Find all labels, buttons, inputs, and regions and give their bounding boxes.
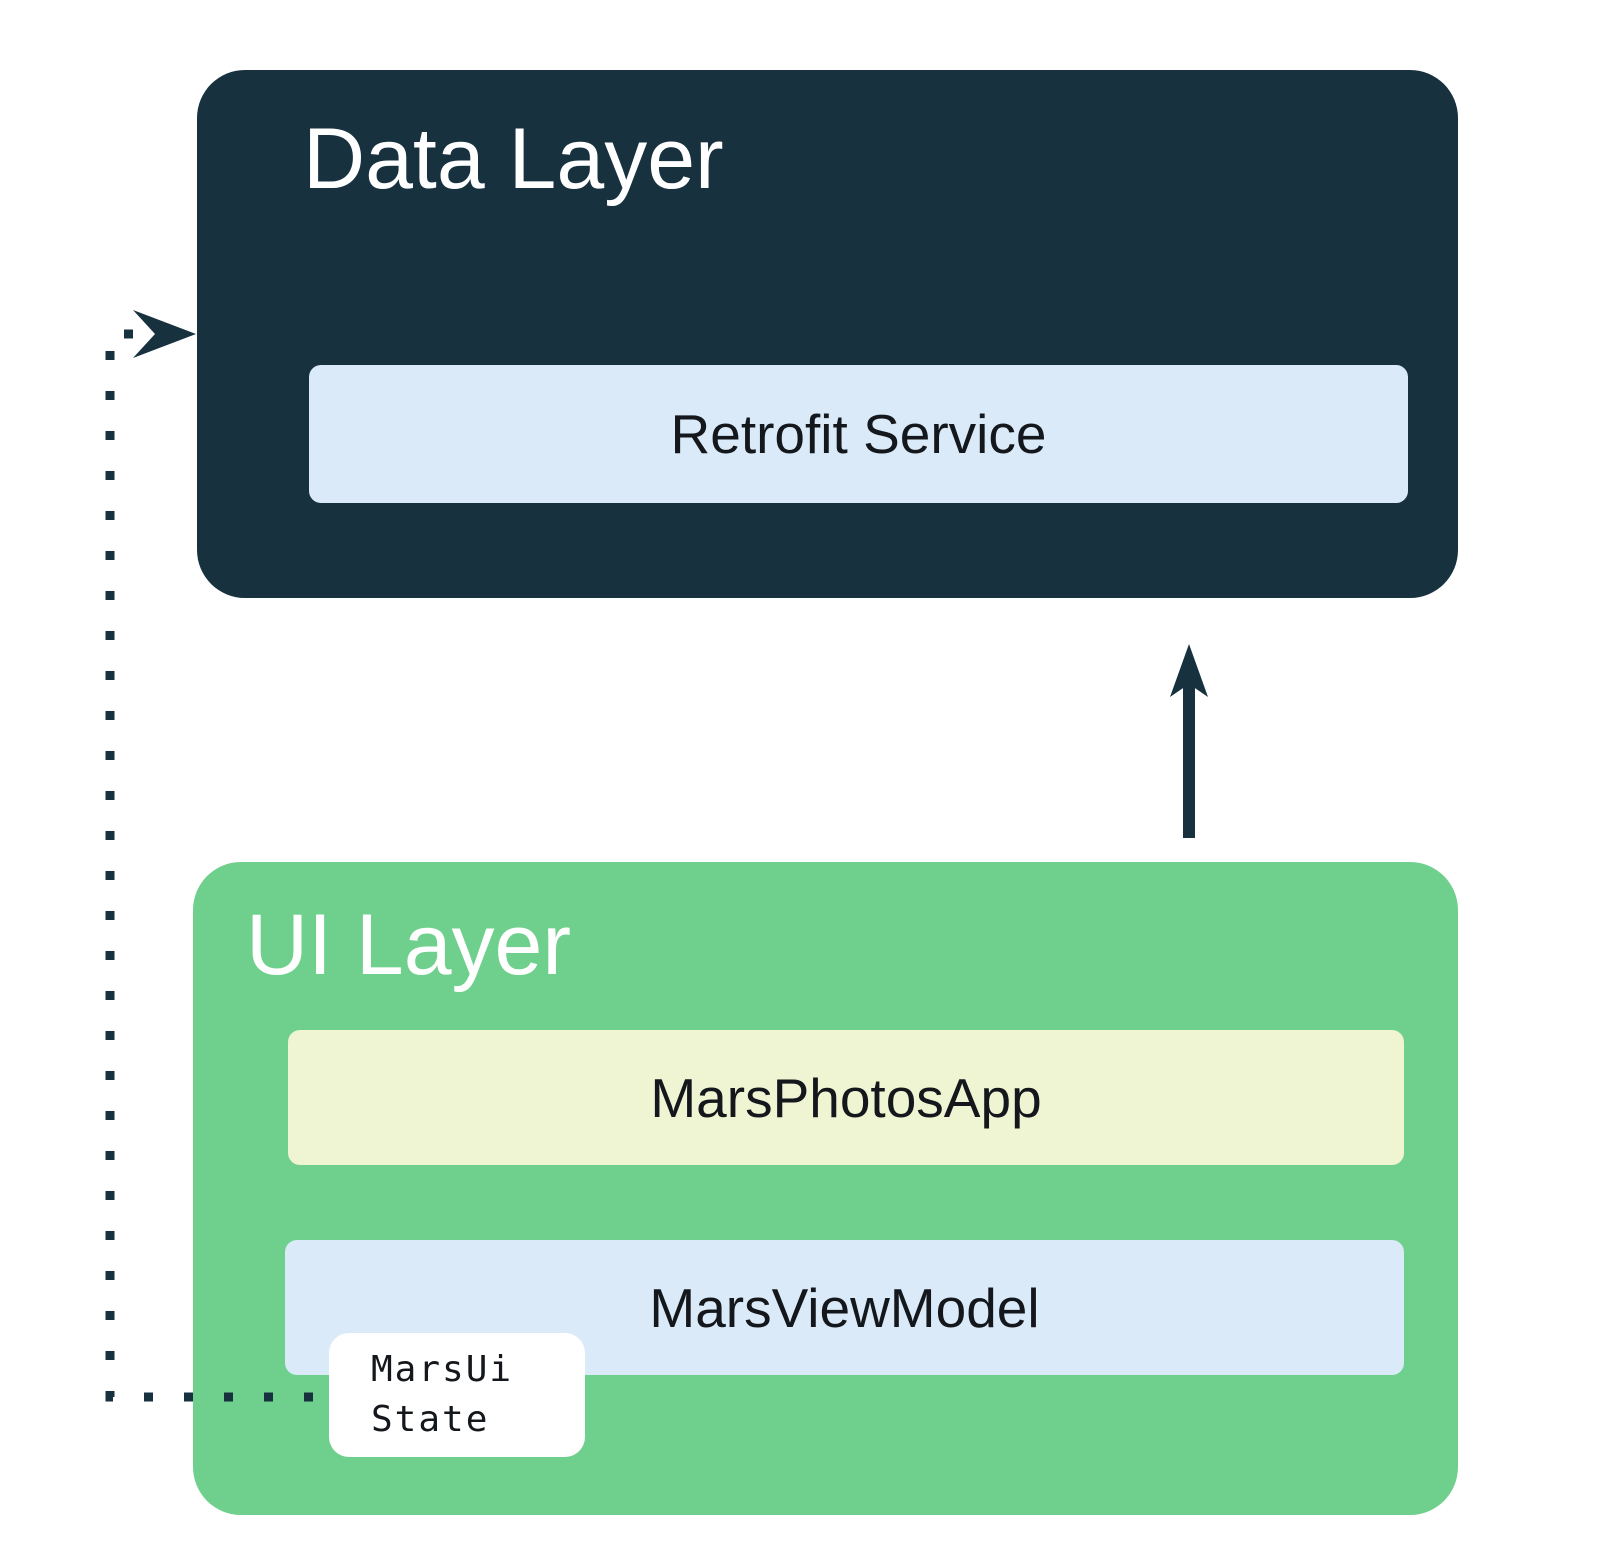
mars-view-model-label: MarsViewModel (649, 1276, 1040, 1339)
mars-ui-state-box: MarsUi State (329, 1333, 585, 1457)
dotted-arrowhead-icon (133, 310, 196, 358)
mars-photos-app-label: MarsPhotosApp (650, 1066, 1042, 1129)
mars-ui-state-label-line2: State (371, 1399, 490, 1440)
mars-ui-state-label-line1: MarsUi (371, 1349, 514, 1391)
mars-photos-app-box: MarsPhotosApp (288, 1030, 1404, 1165)
ui-layer-title: UI Layer (246, 897, 572, 993)
data-layer-box: Data Layer Retrofit Service (197, 70, 1458, 598)
retrofit-service-label: Retrofit Service (670, 403, 1047, 465)
retrofit-service-box: Retrofit Service (309, 365, 1408, 503)
data-layer-title: Data Layer (303, 111, 724, 207)
solid-arrowhead-icon (1170, 644, 1208, 697)
